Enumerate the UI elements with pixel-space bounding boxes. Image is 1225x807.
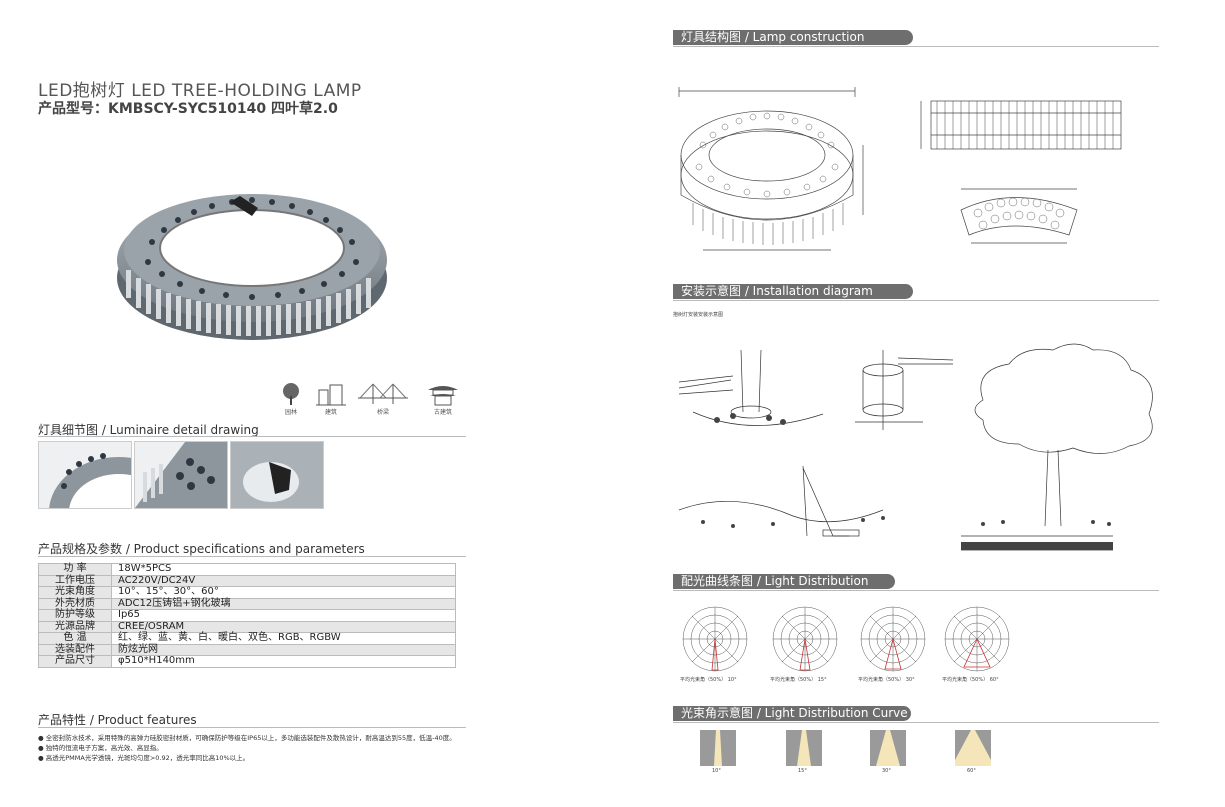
spec-value: CREE/OSRAM	[111, 620, 456, 633]
polar-curve-60	[944, 606, 1010, 672]
detail-image-2	[134, 441, 228, 509]
scene-icons-row: 园林 建筑 桥梁 古建筑	[276, 382, 466, 416]
feature-item: ● 全密封防水技术，采用特殊的高弹力硅胶密封材质，可确保防护等级在IP65以上，…	[38, 734, 456, 742]
spec-key: 外壳材质	[38, 597, 112, 610]
divider	[38, 436, 466, 437]
section-beam-title: 光束角示意图 / Light Distribution Curve	[673, 706, 911, 721]
tree-icon	[276, 382, 306, 410]
installation-diagram	[678, 343, 1153, 551]
table-row: 选装配件防炫光网	[38, 643, 456, 656]
beam-15-image	[786, 730, 822, 766]
divider	[673, 300, 1159, 301]
section-features-title: 产品特性 / Product features	[38, 713, 197, 727]
spec-value: Ip65	[111, 609, 456, 622]
scene-label: 古建筑	[433, 409, 452, 416]
section-specs-title: 产品规格及参数 / Product specifications and par…	[38, 542, 365, 556]
detail-image-1	[38, 441, 132, 509]
scene-label: 园林	[284, 409, 297, 416]
product-model: 产品型号：KMBSCY-SYC510140 四叶草2.0	[38, 101, 338, 117]
spec-key: 工作电压	[38, 574, 112, 587]
curve-label: 平均光束角（50%） 15°	[770, 677, 827, 683]
beam-label: 60°	[967, 768, 976, 774]
section-construction-title: 灯具结构图 / Lamp construction drawing	[673, 30, 913, 59]
detail-image-3	[230, 441, 324, 509]
spec-value: 防炫光网	[111, 643, 456, 656]
product-title: LED抱树灯 LED TREE-HOLDING LAMP	[38, 81, 362, 101]
spec-value: ADC12压铸铝+钢化玻璃	[111, 597, 456, 610]
installation-note: 抱树灯安装安装示意图	[673, 312, 724, 318]
building-icon	[316, 382, 346, 410]
spec-key: 光源品牌	[38, 620, 112, 633]
section-installation-title: 安装示意图 / Installation diagram	[673, 284, 913, 299]
feature-item: ● 独特的恒流电子方案，高光效、高显指。	[38, 744, 163, 752]
divider	[673, 590, 1159, 591]
spec-key: 防护等级	[38, 609, 112, 622]
spec-value: 18W*5PCS	[111, 563, 456, 576]
polar-curve-15	[772, 606, 838, 672]
section-detail-title: 灯具细节图 / Luminaire detail drawing	[38, 423, 259, 437]
divider	[38, 556, 466, 557]
spec-key: 选装配件	[38, 643, 112, 656]
curve-label: 平均光束角（50%） 60°	[942, 677, 999, 683]
spec-value: 红、绿、蓝、黄、白、暖白、双色、RGB、RGBW	[111, 632, 456, 645]
scene-label: 桥梁	[376, 409, 389, 416]
scene-label: 建筑	[324, 409, 337, 416]
curve-label: 平均光束角（50%） 30°	[858, 677, 915, 683]
beam-30-image	[870, 730, 906, 766]
spec-key: 色 温	[38, 632, 112, 645]
polar-curve-30	[860, 606, 926, 672]
section-distribution-title: 配光曲线条图 / Light Distribution Curve	[673, 574, 895, 603]
beam-10-image	[700, 730, 736, 766]
construction-drawing	[678, 87, 1122, 251]
beam-60-image	[955, 730, 991, 766]
divider	[673, 722, 1159, 723]
bridge-icon	[358, 382, 408, 410]
beam-label: 10°	[712, 768, 721, 774]
divider	[38, 727, 466, 728]
polar-curve-10	[682, 606, 748, 672]
beam-label: 30°	[882, 768, 891, 774]
spec-value: 10°、15°、30°、60°	[111, 586, 456, 599]
curve-label: 平均光束角（50%） 10°	[680, 677, 737, 683]
spec-key: 产品尺寸	[38, 655, 112, 668]
divider	[673, 46, 1159, 47]
spec-key: 功 率	[38, 563, 112, 576]
table-row: 色 温红、绿、蓝、黄、白、暖白、双色、RGB、RGBW	[38, 632, 456, 645]
lamp-hero-image	[117, 194, 387, 340]
feature-item: ● 高透光PMMA光学透镜，光斑均匀度>0.92，透光率同比高10%以上。	[38, 754, 250, 762]
spec-key: 光束角度	[38, 586, 112, 599]
spec-value: φ510*H140mm	[111, 655, 456, 668]
distribution-curves: 平均光束角（50%） 10° 平均光束角（50%） 15° 平均光束角（50%）…	[680, 604, 1040, 689]
beam-label: 15°	[798, 768, 807, 774]
pagoda-icon	[426, 382, 460, 410]
beam-angle-row: 10° 15° 30° 60°	[700, 730, 1000, 780]
spec-value: AC220V/DC24V	[111, 574, 456, 587]
